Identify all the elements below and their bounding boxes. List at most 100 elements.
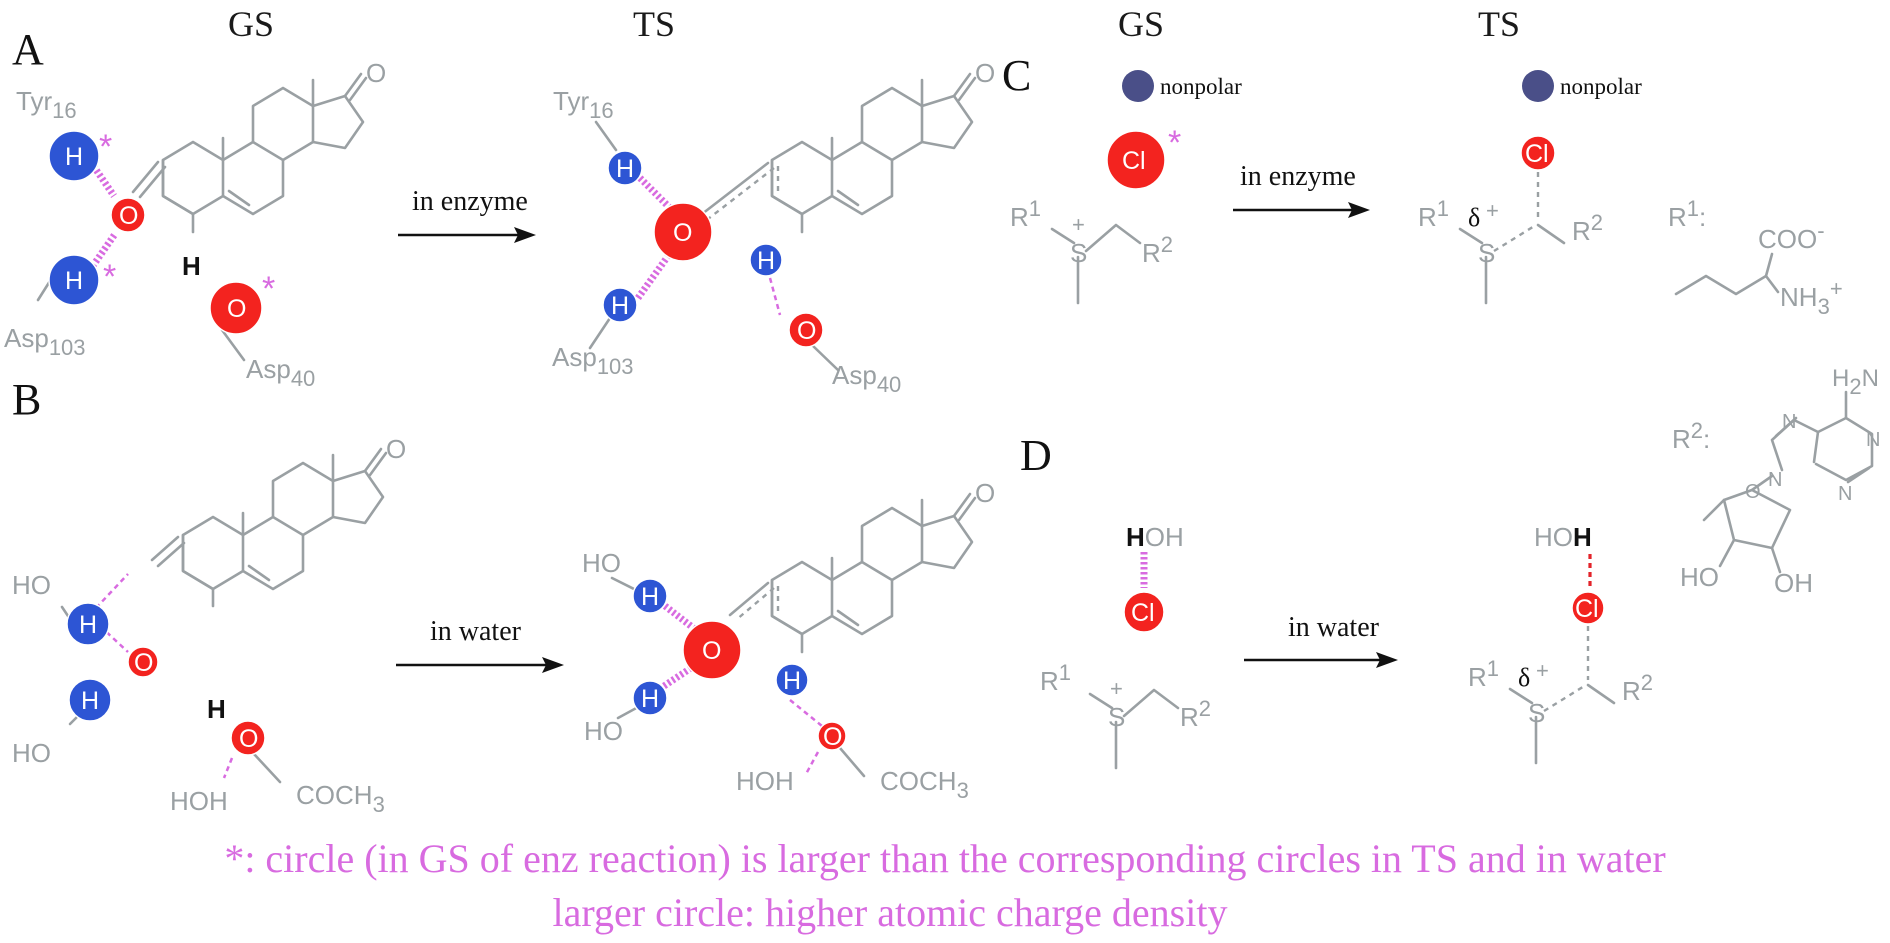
svg-text:H: H	[79, 611, 97, 639]
panel-d-ground-state: HOH Cl R1 S + R2	[1040, 522, 1211, 770]
svg-text:nonpolar: nonpolar	[1160, 74, 1242, 99]
ts-asp103-label: Asp103	[552, 342, 634, 379]
svg-text:S: S	[1478, 238, 1495, 268]
svg-text:HO: HO	[582, 548, 621, 578]
svg-text:O: O	[119, 202, 138, 230]
svg-text:+: +	[1486, 198, 1499, 223]
svg-text:*: *	[99, 128, 112, 166]
svg-text:O: O	[239, 725, 258, 753]
panel-label-d: D	[1020, 431, 1052, 480]
asp40-oxygen	[209, 281, 263, 335]
r1-carboxylate: COO-	[1758, 218, 1825, 254]
d-ts-r1-label: R1	[1468, 656, 1499, 692]
panel-label-a: A	[12, 25, 44, 74]
svg-text:HO: HO	[1680, 562, 1719, 592]
svg-text:O: O	[797, 317, 816, 345]
acetyl-label-b-ts: COCH3	[880, 766, 969, 803]
panel-c-ground-state: nonpolar Cl * R1 S + R2	[1010, 70, 1242, 305]
ts-asp40-label: Asp40	[832, 360, 901, 397]
header-ts-left: TS	[633, 4, 675, 44]
svg-text:S: S	[1528, 698, 1545, 728]
r1-ammonium: NH3+	[1780, 276, 1843, 319]
svg-text:O: O	[823, 723, 842, 751]
ts-nonpolar-group	[1522, 70, 1554, 102]
svg-text:H: H	[783, 667, 801, 695]
ts-tyr16-label: Tyr16	[553, 86, 614, 123]
carbonyl-oxygen	[110, 197, 146, 233]
asp103-label: Asp103	[4, 323, 86, 360]
svg-text:H: H	[65, 143, 83, 171]
arrow-d: in water	[1244, 612, 1398, 668]
note-line-2: larger circle: higher atomic charge dens…	[553, 890, 1228, 935]
svg-text:HO: HO	[12, 738, 51, 768]
header-ts-right: TS	[1478, 4, 1520, 44]
header-gs-right: GS	[1118, 4, 1164, 44]
panel-c-transition-state: nonpolar Cl R1 S δ + R2	[1418, 70, 1642, 305]
svg-text:H: H	[611, 292, 629, 320]
svg-text:+: +	[1110, 676, 1123, 701]
tyr16-label: Tyr16	[16, 86, 77, 123]
svg-text:O: O	[673, 219, 692, 247]
svg-text:O: O	[1745, 481, 1761, 503]
svg-text:*: *	[1168, 124, 1181, 162]
svg-text:H: H	[641, 685, 659, 713]
svg-text:O: O	[702, 637, 721, 665]
acetate-oxygen	[230, 720, 266, 756]
svg-text:H: H	[207, 694, 226, 724]
svg-text:H: H	[81, 687, 99, 715]
svg-text:*: *	[262, 270, 275, 308]
d-ts-r2-label: R2	[1622, 670, 1653, 706]
c-ts-r1-label: R1	[1418, 196, 1449, 232]
svg-text:nonpolar: nonpolar	[1560, 74, 1642, 99]
svg-text:δ: δ	[1468, 203, 1480, 232]
acetyl-label-b: COCH3	[296, 780, 385, 817]
svg-text:H: H	[641, 583, 659, 611]
ts-carbonyl-oxygen	[653, 202, 713, 262]
svg-text:O: O	[366, 58, 386, 88]
svg-text:Cl: Cl	[1122, 147, 1146, 175]
panel-b-ground-state: H H O O H O HO HO HOH COCH3	[12, 434, 406, 817]
r2-amine: H2N	[1832, 365, 1879, 399]
ts-water-hydrogen-1	[632, 578, 668, 614]
panel-d-transition-state: HOH Cl R1 S δ + R2	[1468, 522, 1653, 765]
arrow-c-label: in enzyme	[1240, 161, 1356, 192]
r1-definition-label: R1:	[1668, 196, 1706, 232]
ts-tyr16-hydrogen	[607, 150, 643, 186]
arrow-b: in water	[396, 616, 564, 673]
asp40-label: Asp40	[246, 354, 315, 391]
svg-text:N: N	[1782, 411, 1796, 433]
ts-water-hydrogen-2	[632, 680, 668, 716]
ts-b-transferring-hydrogen	[775, 663, 809, 697]
note-line-1: *: circle (in GS of enz reaction) is lar…	[224, 836, 1665, 881]
svg-text:*: *	[103, 258, 116, 296]
arrow-d-label: in water	[1288, 612, 1380, 643]
svg-text:O: O	[227, 295, 246, 323]
svg-text:HO: HO	[584, 716, 623, 746]
asp103-hydrogen	[48, 254, 100, 306]
panel-a-transition-state: H H O H O O Tyr16 Asp103 Asp40	[552, 58, 995, 397]
tyr16-hydrogen	[48, 130, 100, 182]
arrow-b-label: in water	[430, 616, 522, 647]
svg-text:Cl: Cl	[1525, 140, 1549, 168]
panel-label-b: B	[12, 375, 41, 424]
d-water-label: HOH	[1126, 522, 1184, 552]
water-b-hydrogen-2	[68, 678, 112, 722]
svg-text:HOH: HOH	[170, 786, 228, 816]
svg-text:O: O	[134, 649, 153, 677]
svg-text:H: H	[616, 155, 634, 183]
d-ts-water-label: HOH	[1534, 522, 1592, 552]
svg-text:HO: HO	[12, 570, 51, 600]
d-r1-label: R1	[1040, 660, 1071, 696]
header-gs-left: GS	[228, 4, 274, 44]
ts-asp103-hydrogen	[602, 287, 638, 323]
svg-text:O: O	[386, 434, 406, 464]
svg-text:H: H	[182, 251, 201, 281]
svg-text:N: N	[1768, 469, 1782, 491]
chloride-ion	[1106, 130, 1166, 190]
svg-text:Cl: Cl	[1131, 599, 1155, 627]
svg-text:N: N	[1866, 429, 1880, 451]
arrow-a: in enzyme	[398, 186, 536, 243]
d-ts-chloride-ion	[1571, 591, 1605, 625]
svg-text:δ: δ	[1518, 663, 1530, 692]
